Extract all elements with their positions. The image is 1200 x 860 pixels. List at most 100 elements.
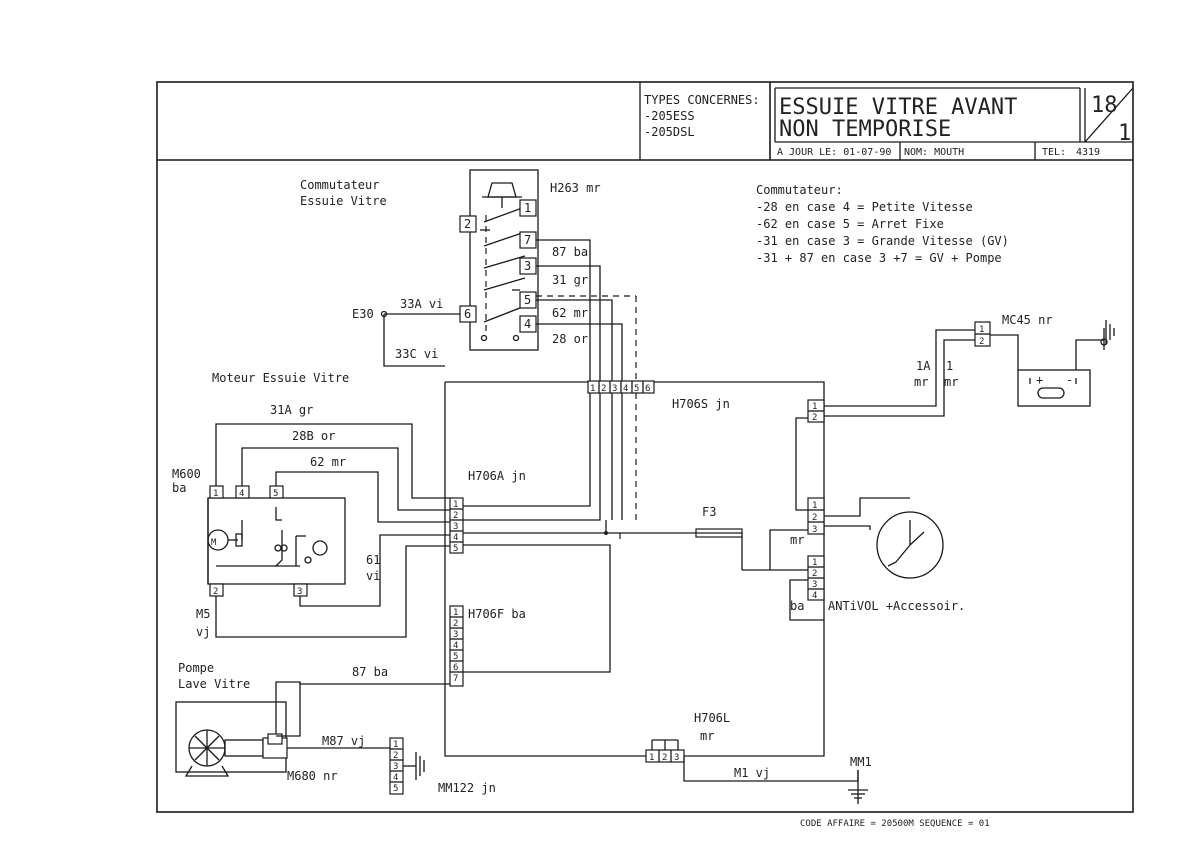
antivol-label: ANTiVOL +Accessoir.	[828, 599, 965, 613]
pin-label: 5	[634, 384, 639, 394]
wire-28or-switch: 28 or	[552, 332, 588, 346]
h706a-label: H706A jn	[468, 469, 526, 483]
pin-label: 4	[393, 773, 398, 783]
m1-ground-wire	[683, 756, 868, 800]
h706l-connector: 1 2 3	[645, 739, 685, 763]
antivol-wire-color: ba	[790, 599, 804, 613]
switch-wires	[380, 239, 637, 382]
battery-wires	[824, 329, 1104, 417]
pin-label: 5	[453, 652, 458, 662]
type-item: -205ESS	[644, 109, 695, 123]
wire-62mr-switch: 62 mr	[552, 306, 588, 320]
battery-plus: +	[1036, 373, 1043, 387]
author-name: NOM: MOUTH	[904, 147, 964, 158]
commutateur-label: Essuie Vitre	[300, 194, 387, 208]
pin-label: 6	[645, 384, 650, 394]
pin-label: 2	[601, 384, 606, 394]
title-block: TYPES CONCERNES: -205ESS -205DSL ESSUIE …	[644, 93, 1131, 158]
pin-label: 3	[393, 762, 398, 772]
footer-code: CODE AFFAIRE = 20500M SEQUENCE = 01	[800, 819, 990, 829]
wire-31a: 31A gr	[270, 403, 313, 417]
pin-label: 2	[393, 751, 398, 761]
wire-1-color: mr	[944, 375, 958, 389]
mc45-label: MC45 nr	[1002, 313, 1053, 327]
battery: + -	[1017, 369, 1091, 407]
h706l-color: mr	[700, 729, 714, 743]
pin-label: 4	[623, 384, 628, 394]
fuse-f3	[695, 528, 743, 538]
pin-label: 1	[979, 325, 984, 335]
mm1-label: MM1	[850, 755, 872, 769]
pin-label: 5	[273, 489, 278, 499]
pin-label: 2	[812, 513, 817, 523]
pin-label: 1	[590, 384, 595, 394]
pin-label: 1	[649, 753, 654, 763]
h706f-connector: 1 2 3 4 5 6 7	[449, 605, 464, 687]
h706a-connector: 1 2 3 4 5	[449, 497, 464, 554]
title-line-1: ESSUIE VITRE AVANT	[779, 95, 1017, 120]
h706f-label: H706F ba	[468, 607, 526, 621]
harness-internal-wires	[463, 393, 824, 673]
pin-label: 7	[453, 674, 458, 684]
wire-33a: 33A vi	[400, 297, 443, 311]
motor-wires	[215, 423, 450, 638]
title-line-2: NON TEMPORISE	[779, 117, 951, 142]
pin-label: 5	[524, 293, 531, 307]
battery-minus: -	[1066, 373, 1073, 387]
e30-label: E30	[352, 307, 374, 321]
svg-text:M: M	[211, 538, 217, 548]
pin-label: 2	[979, 337, 984, 347]
legend-line: -28 en case 4 = Petite Vitesse	[756, 200, 973, 214]
clock	[824, 497, 944, 579]
washer-pump	[175, 701, 288, 777]
battery-ground-icon	[1100, 320, 1115, 350]
pin-label: 4	[239, 489, 244, 499]
pin-label: 4	[453, 533, 458, 543]
types-label: TYPES CONCERNES:	[644, 93, 760, 107]
pompe-label: Lave Vitre	[178, 677, 250, 691]
pin-label: 2	[812, 413, 817, 423]
legend: Commutateur: -28 en case 4 = Petite Vite…	[756, 183, 1009, 265]
wire-28b: 28B or	[292, 429, 335, 443]
m87-label: M87 vj	[322, 734, 365, 748]
mm122-ground-block: 1 2 3 4 5	[389, 737, 425, 795]
m5-color: vj	[196, 625, 210, 639]
h706s-connector: 1 2 3 4 5 6	[587, 380, 655, 394]
motor-pin-block: 1 4 5 2 3	[209, 485, 308, 597]
m5-label: M5	[196, 607, 210, 621]
f3-label: F3	[702, 505, 716, 519]
pin-label: 2	[812, 569, 817, 579]
pin-label: 1	[453, 608, 458, 618]
wire-87ba-switch: 87 ba	[552, 245, 588, 259]
type-item: -205DSL	[644, 125, 695, 139]
pin-label: 2	[464, 217, 471, 231]
pin-label: 6	[464, 307, 471, 321]
pin-label: 1	[213, 489, 218, 499]
pin-label: 1	[812, 501, 817, 511]
pin-label: 3	[453, 630, 458, 640]
pin-label: 2	[453, 511, 458, 521]
moteur-label: Moteur Essuie Vitre	[212, 371, 349, 385]
pin-label: 2	[662, 753, 667, 763]
pin-label: 3	[297, 587, 302, 597]
pin-label: 1	[524, 201, 531, 215]
pin-label: 3	[453, 522, 458, 532]
pin-label: 4	[453, 641, 458, 651]
pin-label: 6	[453, 663, 458, 673]
h706l-label: H706L	[694, 711, 730, 725]
pin-label: 1	[812, 558, 817, 568]
pompe-label: Pompe	[178, 661, 214, 675]
update-date: A JOUR LE: 01-07-90	[777, 147, 891, 158]
m1-label: M1 vj	[734, 766, 770, 780]
right-connectors: 1 2 1 2 3 1 2 3 4	[807, 399, 825, 601]
wire-1: 1	[946, 359, 953, 373]
pin-label: 1	[812, 402, 817, 412]
sheet-number-top: 18	[1091, 93, 1118, 118]
m600-color: ba	[172, 481, 186, 495]
legend-line: -31 en case 3 = Grande Vitesse (GV)	[756, 234, 1009, 248]
wire-87ba: 87 ba	[352, 665, 388, 679]
pin-label: 3	[524, 259, 531, 273]
sheet-number-bottom: 1	[1118, 121, 1131, 146]
switch-pin-block: 2 6 1 7 3 5 4	[459, 199, 537, 333]
